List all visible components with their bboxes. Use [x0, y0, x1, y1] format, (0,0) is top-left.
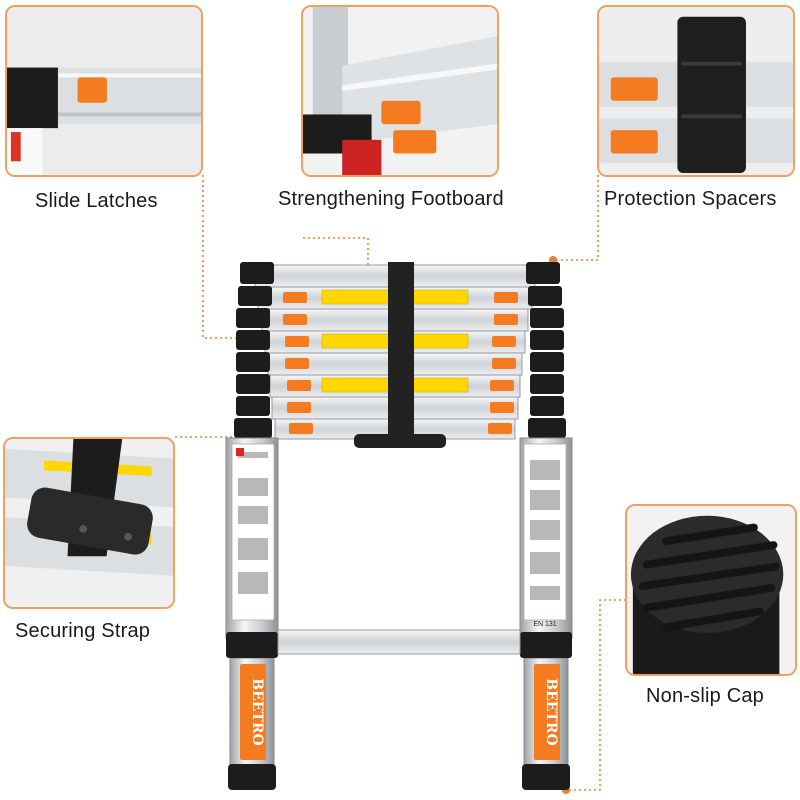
- brand-text-right: BEETRO: [543, 678, 559, 745]
- bottom-rung: [277, 629, 521, 655]
- spacer-stack-left: [234, 262, 274, 438]
- instruction-labels: [231, 443, 567, 621]
- caption-protection-spacers: Protection Spacers: [604, 188, 777, 210]
- brand-text-left: BEETRO: [249, 678, 265, 745]
- inset-strengthening-footboard: [301, 5, 499, 177]
- inset-slide-latches: [5, 5, 203, 177]
- caption-non-slip-cap: Non-slip Cap: [646, 685, 765, 707]
- inset-non-slip-cap: [625, 504, 797, 676]
- securing-strap: [354, 262, 446, 448]
- caption-slide-latches: Slide Latches: [35, 190, 158, 212]
- brand-panel-right: [534, 664, 560, 760]
- caption-securing-strap: Securing Strap: [15, 620, 151, 642]
- inset-protection-spacers: [597, 5, 795, 177]
- caption-strengthening-footboard: Strengthening Footboard: [278, 188, 504, 210]
- ladder-legs: [225, 437, 573, 790]
- standard-label: EN 131: [533, 621, 556, 628]
- slide-latches: [283, 292, 518, 434]
- brand-panel-left: [240, 664, 266, 760]
- inset-securing-strap: [3, 437, 175, 609]
- spacer-stack-right: [526, 262, 566, 438]
